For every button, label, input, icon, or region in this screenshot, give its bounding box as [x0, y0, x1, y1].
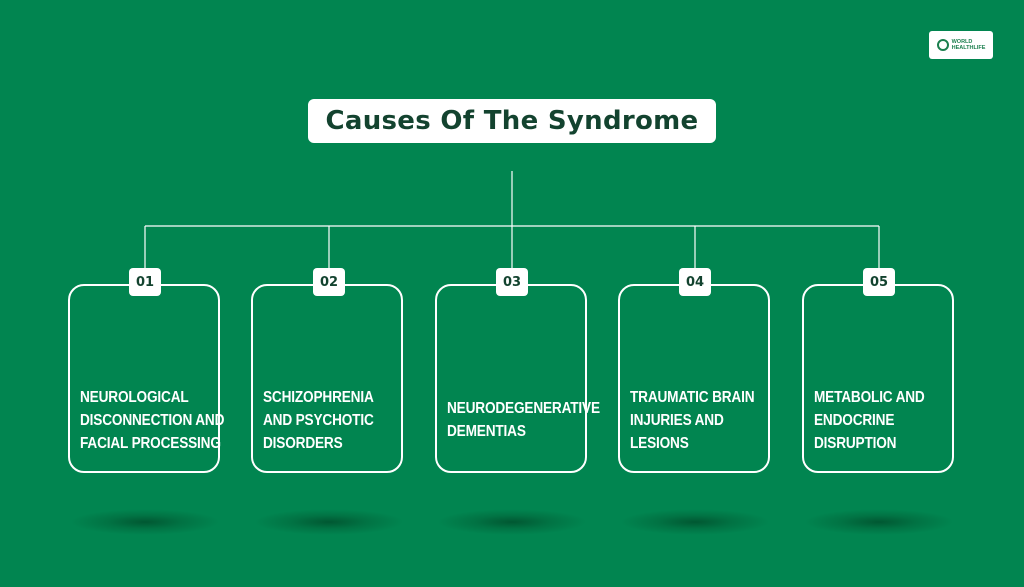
- card-shadow: [804, 509, 954, 535]
- brand-logo: WORLD HEALTHLIFE: [929, 31, 993, 59]
- card-line: Metabolic and: [814, 389, 925, 406]
- cause-card-4: Traumatic brain injuries and lesions: [618, 284, 770, 473]
- card-line: facial processing: [80, 435, 221, 452]
- card-line: dementias: [447, 423, 526, 440]
- card-line: disconnection and: [80, 412, 225, 429]
- logo-text: WORLD HEALTHLIFE: [952, 39, 986, 51]
- cause-card-1: Neurological disconnection and facial pr…: [68, 284, 225, 473]
- cause-card-text: Metabolic and endocrine disruption: [814, 386, 930, 455]
- card-line: Schizophrenia: [263, 389, 374, 406]
- cause-card-text: Schizophrenia and psychotic disorders: [263, 386, 379, 455]
- cause-number-badge: 02: [313, 268, 345, 296]
- cause-card-5: Metabolic and endocrine disruption: [802, 284, 954, 473]
- logo-text-line1: WORLD: [951, 39, 973, 45]
- cause-number-badge: 04: [679, 268, 711, 296]
- cause-card-3: Neurodegenerative dementias: [435, 284, 600, 473]
- cause-card-2: Schizophrenia and psychotic disorders: [251, 284, 403, 473]
- logo-text-line2: HEALTHLIFE: [951, 45, 986, 51]
- card-line: Neurological: [80, 389, 189, 406]
- diagram-title: Causes Of The Syndrome: [325, 106, 699, 136]
- cause-card-text: Neurological disconnection and facial pr…: [80, 386, 225, 455]
- card-line: Neurodegenerative: [447, 400, 600, 417]
- card-shadow: [254, 509, 404, 535]
- cause-number-badge: 05: [863, 268, 895, 296]
- card-line: endocrine: [814, 412, 895, 429]
- card-line: injuries and: [630, 412, 724, 429]
- title-box: Causes Of The Syndrome: [308, 99, 716, 143]
- card-shadow: [620, 509, 770, 535]
- card-shadow: [70, 509, 220, 535]
- card-line: and psychotic: [263, 412, 374, 429]
- cause-number-badge: 01: [129, 268, 161, 296]
- cause-card-text: Neurodegenerative dementias: [447, 397, 600, 443]
- card-shadow: [437, 509, 587, 535]
- card-line: disorders: [263, 435, 343, 452]
- heart-leaf-icon: [936, 39, 949, 51]
- card-line: Traumatic brain: [630, 389, 755, 406]
- card-line: disruption: [814, 435, 897, 452]
- card-line: lesions: [630, 435, 689, 452]
- cause-card-text: Traumatic brain injuries and lesions: [630, 386, 755, 455]
- cause-number-badge: 03: [496, 268, 528, 296]
